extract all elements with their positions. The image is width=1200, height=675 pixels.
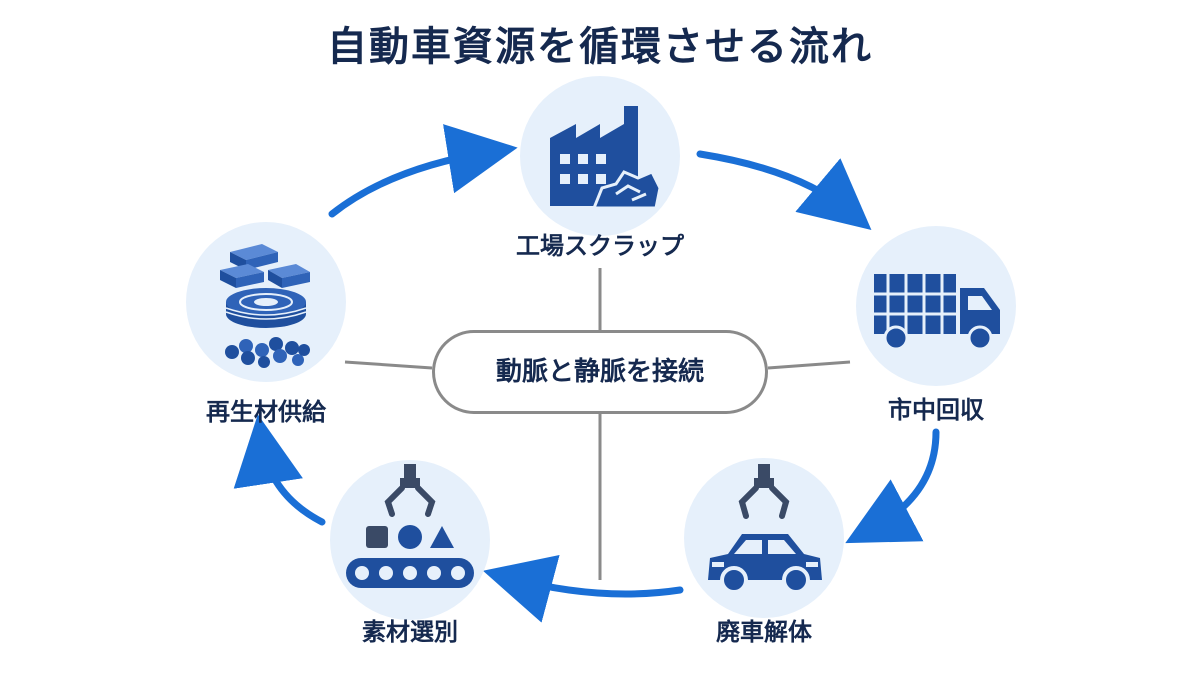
node-label-dismantling: 廃車解体 — [716, 618, 812, 646]
node-supply — [186, 222, 346, 382]
node-label-factory-scrap: 工場スクラップ — [516, 232, 684, 260]
arrow-supply-to-factory — [328, 124, 518, 218]
center-hub: 動脈と静脈を接続 — [432, 330, 768, 414]
sorting-conveyor-icon — [346, 464, 474, 588]
node-dismantling — [684, 458, 844, 618]
arrow-factory-to-collection — [696, 150, 872, 231]
node-label-sorting: 素材選別 — [362, 618, 458, 646]
recycled-material-icon — [220, 244, 310, 368]
factory-scrap-icon — [550, 106, 662, 210]
node-factory-scrap — [520, 76, 680, 236]
car-dismantling-icon — [708, 464, 822, 594]
arrow-dismantling-to-sorting — [482, 554, 684, 623]
node-sorting — [330, 460, 490, 620]
connector-right — [767, 360, 851, 370]
connector-left — [344, 360, 433, 370]
node-label-supply: 再生材供給 — [206, 398, 326, 426]
diagram-title: 自動車資源を循環させる流れ — [327, 24, 873, 70]
truck-icon — [874, 274, 1000, 351]
node-label-collection: 市中回収 — [888, 396, 984, 424]
arrow-collection-to-dismantling — [845, 428, 940, 544]
node-collection — [856, 226, 1016, 386]
arrow-sorting-to-supply — [233, 414, 326, 526]
